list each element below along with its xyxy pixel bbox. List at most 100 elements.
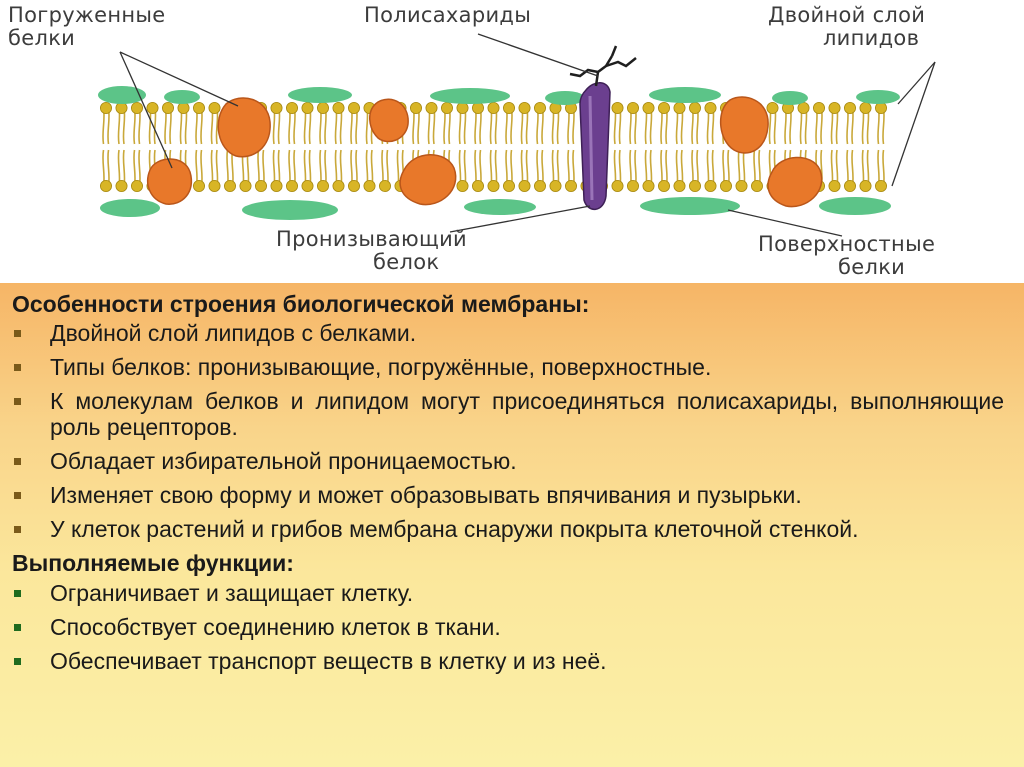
feature-text: Изменяет свою форму и может образовывать…	[50, 482, 802, 508]
lipid-head	[209, 102, 220, 113]
label-surface-proteins: Поверхностные белки	[758, 233, 935, 279]
list-item: Обладает избирательной проницаемостью.	[12, 448, 1004, 474]
lipid-head	[798, 102, 809, 113]
surface-protein	[242, 200, 338, 220]
lipid-head	[565, 180, 576, 191]
lipid-head	[271, 102, 282, 113]
lipid-head	[209, 180, 220, 191]
feature-text: Обладает избирательной проницаемостью.	[50, 448, 517, 474]
lipid-head	[674, 102, 685, 113]
list-item: Способствует соединению клеток в ткани.	[12, 614, 1004, 640]
lipid-head	[720, 180, 731, 191]
lipid-head	[302, 180, 313, 191]
lipid-head	[286, 102, 297, 113]
lipid-head	[426, 102, 437, 113]
lipid-head	[178, 102, 189, 113]
lipid-head	[116, 180, 127, 191]
surface-protein	[464, 199, 536, 215]
embedded-protein	[768, 157, 822, 206]
function-text: Способствует соединению клеток в ткани.	[50, 614, 501, 640]
lipid-head	[658, 102, 669, 113]
surface-protein	[856, 90, 900, 104]
bullet-icon	[14, 624, 21, 631]
surface-protein	[640, 197, 740, 215]
surface-protein	[649, 87, 721, 103]
feature-text: К молекулам белков и липидом могут присо…	[50, 388, 1004, 440]
lipid-head	[829, 180, 840, 191]
lipid-head	[519, 102, 530, 113]
lipid-head	[317, 180, 328, 191]
lipid-head	[348, 102, 359, 113]
surface-protein	[772, 91, 808, 105]
lipid-head	[131, 102, 142, 113]
embedded-protein	[721, 97, 768, 153]
surface-protein	[545, 91, 585, 105]
lipid-head	[379, 180, 390, 191]
lipid-head	[302, 102, 313, 113]
embedded-protein	[400, 155, 456, 205]
lipid-head	[240, 180, 251, 191]
lipid-head	[333, 180, 344, 191]
lipid-head	[271, 180, 282, 191]
lipid-head	[612, 180, 623, 191]
lipid-head	[813, 102, 824, 113]
feature-text: Типы белков: пронизывающие, погружённые,…	[50, 354, 711, 380]
lipid-head	[658, 180, 669, 191]
lipid-head	[317, 102, 328, 113]
lipid-head	[193, 180, 204, 191]
lipid-head	[457, 180, 468, 191]
lipid-head	[751, 180, 762, 191]
bullet-icon	[14, 492, 21, 499]
list-item: У клеток растений и грибов мембрана снар…	[12, 516, 1004, 542]
surface-protein	[164, 90, 200, 104]
lipid-head	[674, 180, 685, 191]
list-item: Двойной слой липидов с белками.	[12, 320, 1004, 346]
bullet-icon	[14, 590, 21, 597]
feature-text: Двойной слой липидов с белками.	[50, 320, 416, 346]
lipid-head	[131, 180, 142, 191]
embedded-protein	[370, 99, 408, 141]
function-text: Ограничивает и защищает клетку.	[50, 580, 413, 606]
bullet-icon	[14, 658, 21, 665]
bullet-icon	[14, 458, 21, 465]
lipid-head	[534, 102, 545, 113]
lipid-head	[829, 102, 840, 113]
lipid-head	[333, 102, 344, 113]
transmembrane-protein	[580, 83, 610, 210]
lipid-head	[550, 180, 561, 191]
embedded-protein	[148, 159, 192, 204]
lipid-head	[441, 102, 452, 113]
text-content: Особенности строения биологической мембр…	[12, 291, 1004, 682]
lipid-head	[147, 102, 158, 113]
list-item: К молекулам белков и липидом могут присо…	[12, 388, 1004, 440]
lipid-head	[255, 180, 266, 191]
lipid-head	[519, 180, 530, 191]
label-embedded-proteins: Погруженные белки	[8, 4, 166, 50]
list-item: Ограничивает и защищает клетку.	[12, 580, 1004, 606]
functions-list: Ограничивает и защищает клетку. Способст…	[12, 580, 1004, 674]
surface-protein	[430, 88, 510, 104]
lipid-head	[875, 180, 886, 191]
surface-protein	[819, 197, 891, 215]
lipid-head	[488, 102, 499, 113]
lipid-head	[705, 102, 716, 113]
label-transmembrane-protein: Пронизывающий белок	[276, 228, 467, 274]
membrane-diagram: Погруженные белки Полисахариды Двойной с…	[0, 0, 1024, 283]
lipid-head	[643, 102, 654, 113]
embedded-protein	[218, 98, 270, 157]
label-lipid-bilayer: Двойной слой липидов	[768, 4, 925, 50]
lipid-head	[348, 180, 359, 191]
functions-heading: Выполняемые функции:	[12, 550, 1004, 576]
lipid-head	[860, 180, 871, 191]
lipid-head	[116, 102, 127, 113]
lipid-head	[503, 102, 514, 113]
list-item: Изменяет свою форму и может образовывать…	[12, 482, 1004, 508]
lipid-head	[767, 102, 778, 113]
surface-protein	[100, 199, 160, 217]
lipid-head	[100, 102, 111, 113]
lipid-head	[410, 102, 421, 113]
lipid-head	[100, 180, 111, 191]
list-item: Типы белков: пронизывающие, погружённые,…	[12, 354, 1004, 380]
bullet-icon	[14, 526, 21, 533]
lipid-head	[162, 102, 173, 113]
